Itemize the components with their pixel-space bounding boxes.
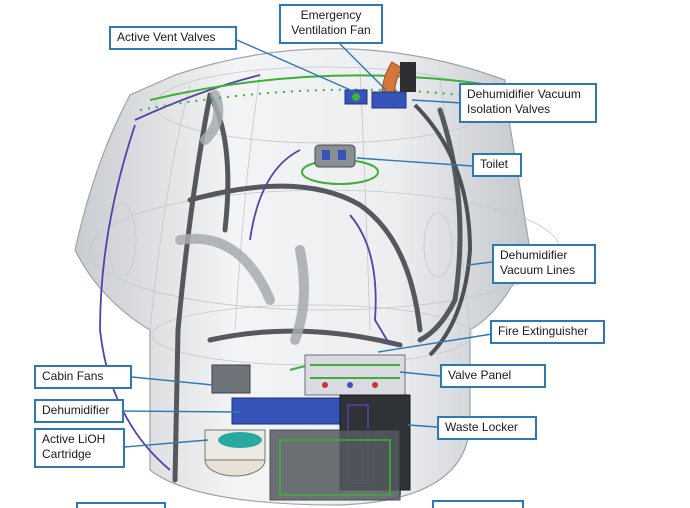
callout-active-lioh-cartridge: Active LiOH Cartridge [34,428,125,468]
active-vent-valves [344,89,368,105]
callout-waste-locker: Waste Locker [437,416,537,440]
callout-toilet: Toilet [472,153,522,177]
toilet-assembly [314,144,356,168]
lower-bay [269,429,401,501]
callout-cutoff-right [432,500,524,508]
callout-cutoff-left [76,502,166,508]
callout-cabin-fans: Cabin Fans [34,365,132,389]
callout-emergency-ventilation-fan: Emergency Ventilation Fan [279,4,383,44]
ducting [175,90,309,345]
lioh-cartridge-art [204,429,266,477]
leader-lines [123,39,493,448]
dehumidifier-art [231,397,343,425]
callout-valve-panel: Valve Panel [440,364,546,388]
callout-dehumidifier: Dehumidifier [34,399,124,423]
callout-dehumidifier-vacuum-lines: Dehumidifier Vacuum Lines [492,244,596,284]
lower-bay-piping [279,439,391,496]
callout-active-vent-valves: Active Vent Valves [109,26,237,50]
vacuum-line [413,103,473,357]
cabin-fans-art [211,364,251,394]
purple-wiring [99,74,391,471]
emergency-fan [371,61,416,109]
callout-fire-extinguisher: Fire Extinguisher [490,320,605,344]
valve-panel-art [304,354,406,396]
callout-dehumidifier-vacuum-isolation-valves: Dehumidifier Vacuum Isolation Valves [459,83,597,123]
